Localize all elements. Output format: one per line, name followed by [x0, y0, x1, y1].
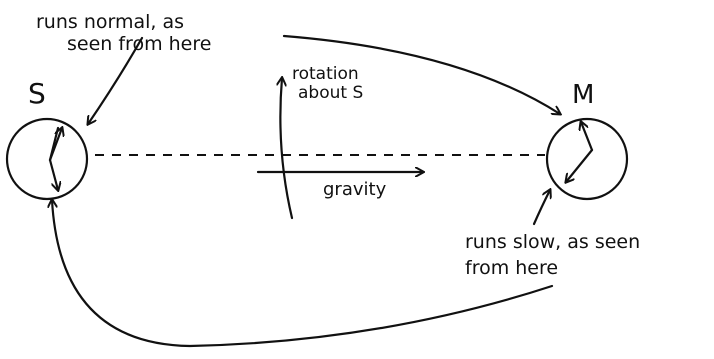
arrow-to-clock-s [88, 36, 144, 124]
clock-s-hand-joint [48, 126, 60, 162]
clock-s [5, 117, 89, 201]
arrow-to-clock-m [282, 34, 560, 114]
rotation-label-line1: rotation [292, 64, 359, 84]
label-m: M [572, 80, 594, 110]
gravity-label: gravity [323, 179, 387, 200]
clock-m-hand-bottom [566, 148, 594, 182]
note-s-line1: runs normal, as [36, 11, 184, 33]
note-m-line1: runs slow, as seen [465, 231, 640, 253]
arrow-up-to-clock-m [532, 190, 550, 226]
rotation-label-line2: about S [298, 83, 363, 103]
label-s: S [28, 77, 46, 110]
note-m-line2: from here [465, 257, 558, 279]
clock-m-hand-top [581, 122, 594, 152]
arrow-return-to-clock-s [52, 200, 554, 348]
rotation-arc-arrow [280, 78, 294, 220]
clock-m-face [545, 117, 629, 201]
clock-s-hand-bottom [48, 158, 58, 190]
clock-m [545, 117, 629, 201]
clock-s-face [5, 117, 89, 201]
